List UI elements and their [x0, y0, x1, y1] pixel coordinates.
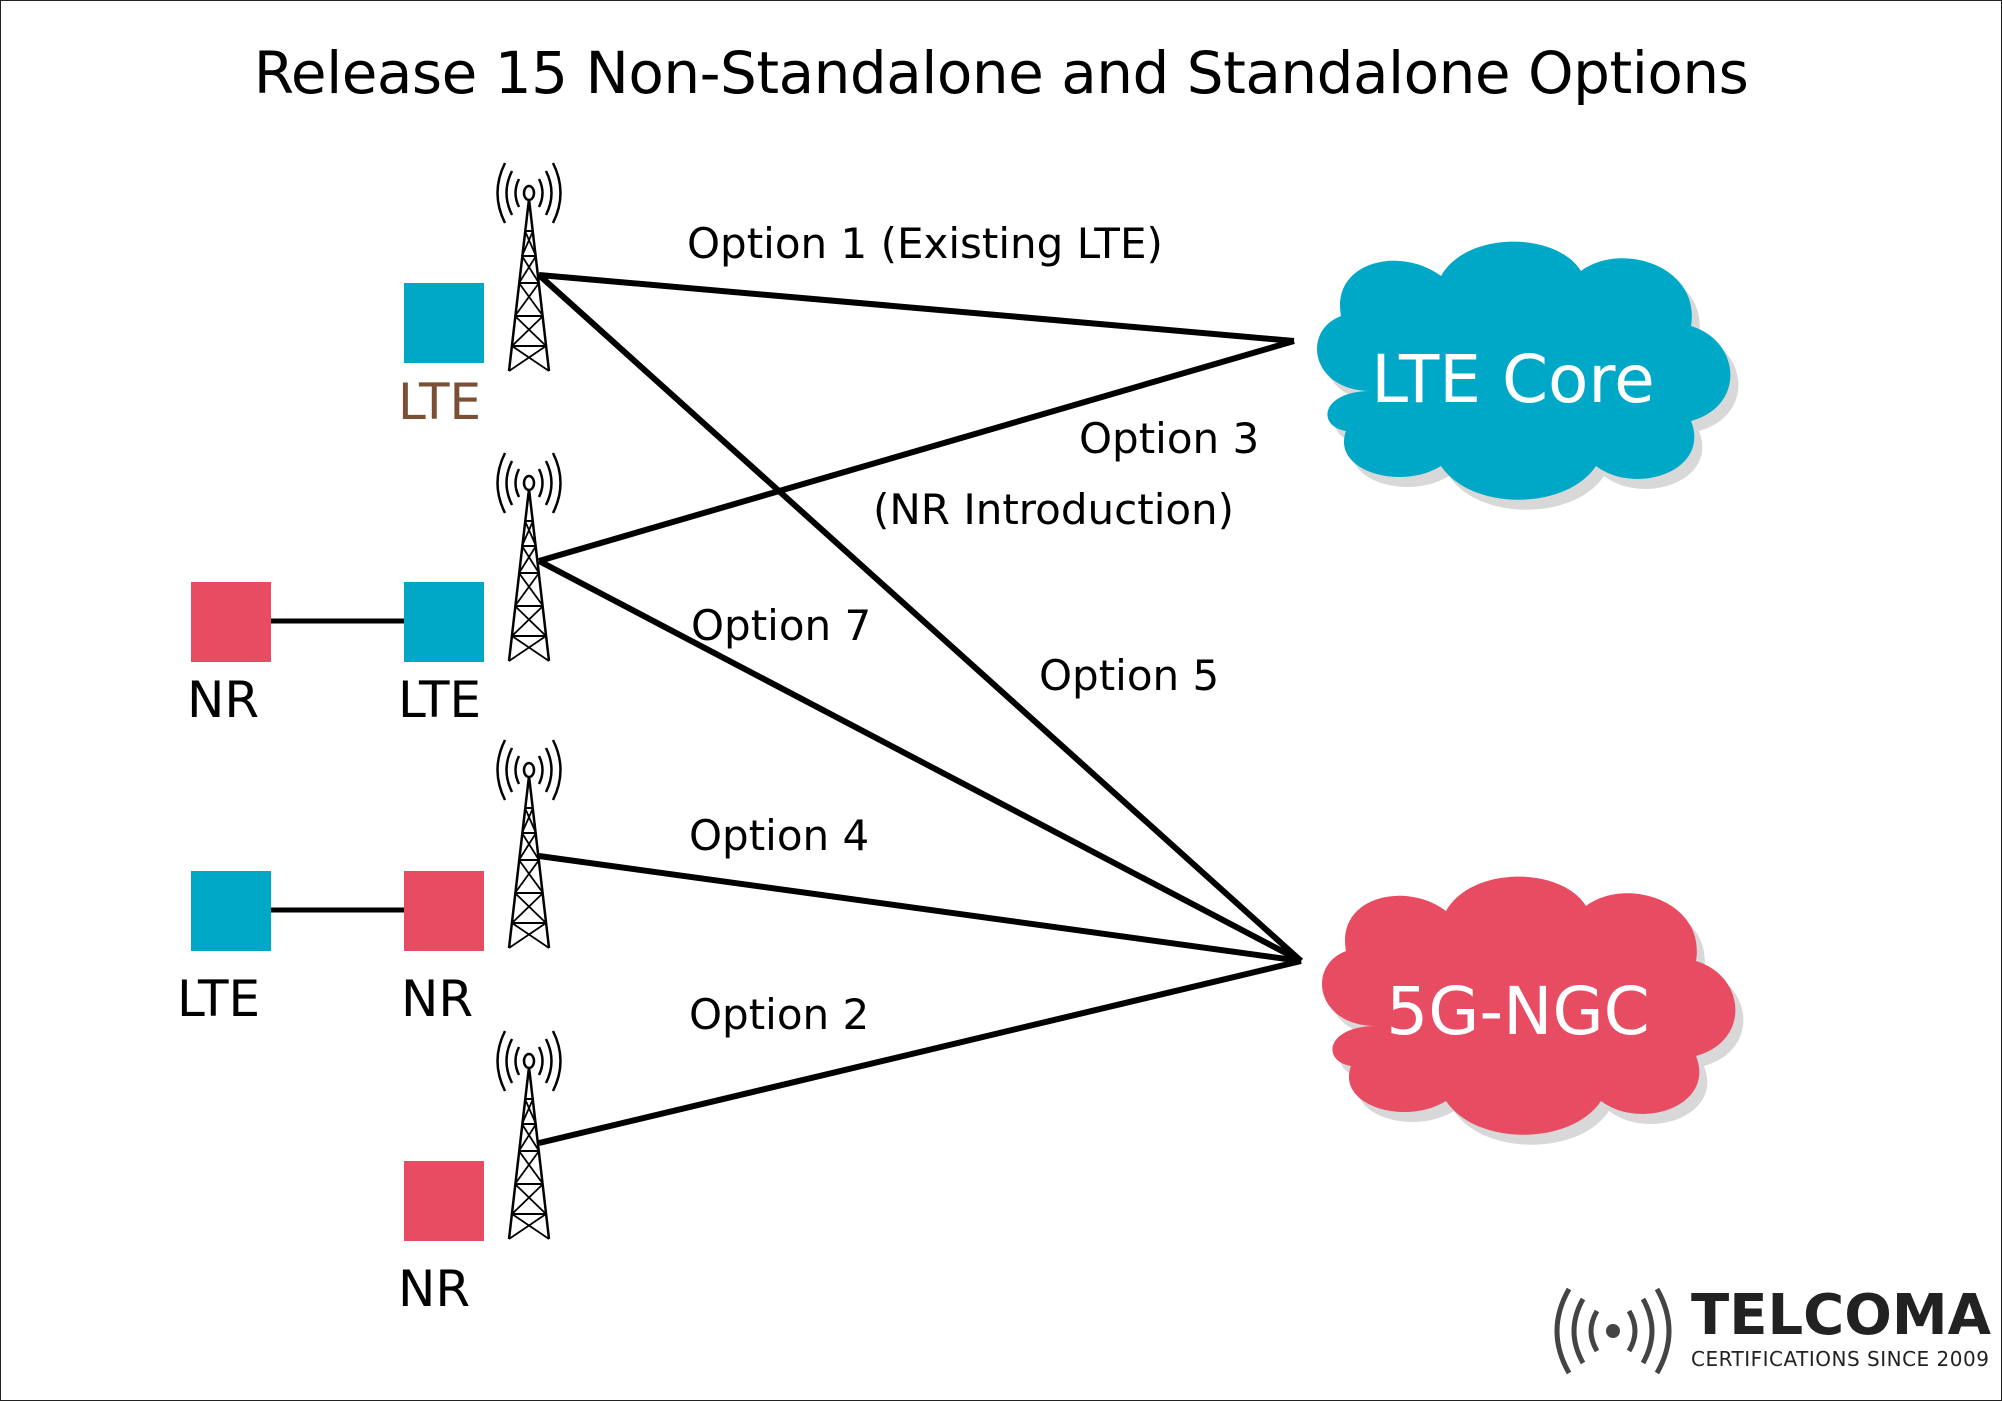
option4-label: Option 4 [689, 811, 870, 860]
nr-square [404, 1161, 484, 1241]
option7-line [537, 558, 1303, 964]
option3-label: Option 3 [1079, 414, 1260, 463]
nr-label: NR [398, 1260, 471, 1318]
lte-label: LTE [177, 970, 261, 1028]
option5-label: Option 5 [1039, 651, 1220, 700]
lte-square [191, 871, 271, 951]
option2-line [538, 958, 1302, 1146]
connection-lines [536, 272, 1304, 1146]
tower-icon [496, 738, 562, 950]
lte-label: LTE [398, 373, 482, 431]
option1-label: Option 1 (Existing LTE) [687, 219, 1163, 268]
lte-core-label: LTE Core [1371, 341, 1655, 418]
lte-square [404, 283, 484, 363]
tower-icon [496, 1029, 562, 1241]
option7-label: Option 7 [691, 601, 872, 650]
nr-square [404, 871, 484, 951]
nr-label: NR [401, 970, 474, 1028]
nr-square [191, 582, 271, 662]
lte-square [404, 582, 484, 662]
option3-line [538, 338, 1295, 564]
diagram-title: Release 15 Non-Standalone and Standalone… [253, 39, 1749, 107]
brand-tagline: CERTIFICATIONS SINCE 2009 [1691, 1347, 1990, 1371]
lte-label: LTE [398, 671, 482, 729]
tower-icon [496, 161, 562, 373]
brand-logo-text: TELCOMA [1691, 1283, 1991, 1348]
option3-sublabel: (NR Introduction) [873, 485, 1235, 534]
signal-icon [1554, 1287, 1672, 1375]
option4-line [538, 853, 1302, 964]
option5-line [536, 272, 1304, 964]
ngc-label: 5G-NGC [1386, 973, 1650, 1050]
option2-label: Option 2 [689, 990, 870, 1039]
option1-line [538, 272, 1295, 344]
nr-label: NR [187, 671, 260, 729]
